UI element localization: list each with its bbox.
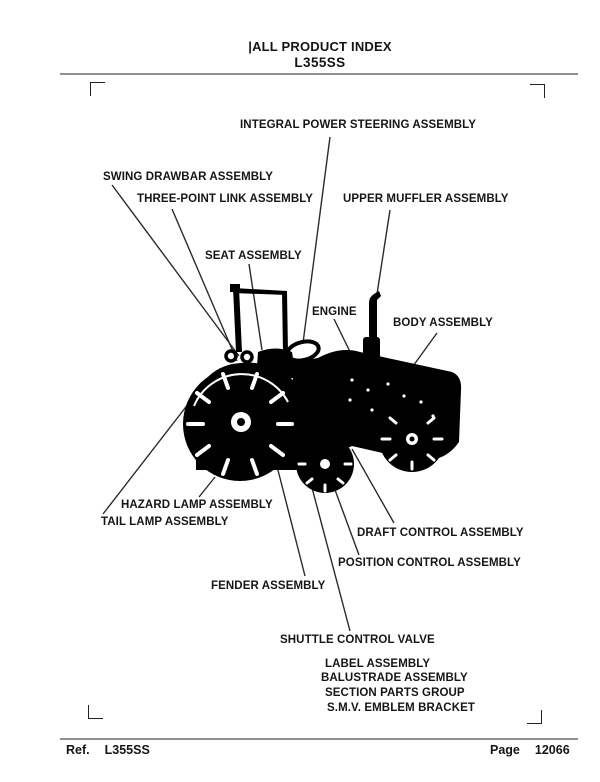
leader-swing-drawbar: [111, 184, 240, 357]
leader-position-control: [330, 478, 360, 556]
footer-ref-label: Ref.: [66, 743, 90, 757]
footer-ref-value: L355SS: [104, 743, 150, 757]
header-rule: [60, 73, 578, 75]
leader-seat: [248, 263, 263, 351]
footer-page: Page 12066: [490, 743, 570, 757]
callout-three-point-link[interactable]: THREE-POINT LINK ASSEMBLY: [137, 193, 314, 205]
callout-shuttle-control-valve[interactable]: SHUTTLE CONTROL VALVE: [280, 634, 435, 646]
callout-seat[interactable]: SEAT ASSEMBLY: [205, 250, 302, 262]
callout-tail-lamp[interactable]: TAIL LAMP ASSEMBLY: [101, 516, 229, 528]
callout-hazard-lamp[interactable]: HAZARD LAMP ASSEMBLY: [121, 499, 273, 511]
callout-position-control[interactable]: POSITION CONTROL ASSEMBLY: [338, 557, 521, 569]
callout-integral-power-steering[interactable]: INTEGRAL POWER STEERING ASSEMBLY: [240, 119, 476, 131]
page-header: |ALL PRODUCT INDEX L355SS: [40, 39, 600, 70]
crop-mark-bottom-right: [527, 710, 542, 724]
leader-upper-muffler: [376, 209, 391, 295]
footer-page-value: 12066: [534, 743, 570, 757]
leader-hazard-lamp: [198, 476, 216, 498]
callout-label-assembly[interactable]: LABEL ASSEMBLY: [325, 658, 431, 670]
callout-swing-drawbar[interactable]: SWING DRAWBAR ASSEMBLY: [103, 171, 274, 183]
page-title: |ALL PRODUCT INDEX: [248, 39, 392, 54]
footer-page-label: Page: [490, 743, 520, 757]
callout-upper-muffler[interactable]: UPPER MUFFLER ASSEMBLY: [343, 193, 509, 205]
callout-balustrade[interactable]: BALUSTRADE ASSEMBLY: [321, 672, 468, 684]
model-code: L355SS: [294, 54, 346, 70]
callout-engine[interactable]: ENGINE: [312, 306, 357, 318]
callout-fender[interactable]: FENDER ASSEMBLY: [211, 580, 326, 592]
callout-section-parts-group[interactable]: SECTION PARTS GROUP: [325, 687, 465, 699]
crop-mark-bottom-left: [88, 705, 103, 719]
crop-mark-top-left: [90, 82, 105, 96]
leader-integral-power-steering: [302, 136, 331, 344]
leader-three-point-link: [171, 208, 238, 362]
tractor-illustration: [183, 284, 462, 493]
footer-rule: [60, 738, 578, 740]
callout-draft-control[interactable]: DRAFT CONTROL ASSEMBLY: [357, 527, 524, 539]
leader-draft-control: [351, 448, 395, 524]
callout-smv-emblem-bracket[interactable]: S.M.V. EMBLEM BRACKET: [327, 702, 475, 714]
footer-ref: Ref. L355SS: [66, 743, 150, 757]
crop-mark-top-right: [530, 84, 545, 98]
callout-body[interactable]: BODY ASSEMBLY: [393, 317, 493, 329]
